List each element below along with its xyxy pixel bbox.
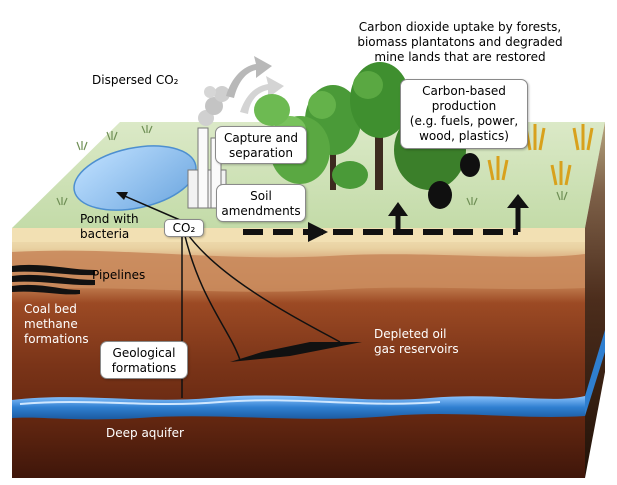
dispersed-co2-label: Dispersed CO₂ xyxy=(92,73,179,87)
aquifer-highlight xyxy=(19,399,441,405)
dispersed-co2-arrows-icon xyxy=(226,56,284,114)
pipelines-label: Pipelines xyxy=(92,268,146,282)
pipelines xyxy=(12,264,95,295)
co2-source-box: CO₂ xyxy=(164,219,204,237)
depleted-reservoir-wedge xyxy=(230,342,362,362)
geological-formations-box: Geological formations xyxy=(100,341,188,379)
uptake-label: Carbon dioxide uptake by forests, biomas… xyxy=(357,20,563,64)
carbon-based-production-box: Carbon-based production (e.g. fuels, pow… xyxy=(400,79,528,149)
coal-bed-label: Coal bed methane formations xyxy=(24,302,89,346)
carbon-flow-dashed-arrow xyxy=(243,194,529,242)
clay-layer xyxy=(12,250,585,292)
pond xyxy=(73,145,197,211)
side-aquifer xyxy=(585,330,605,416)
soil-amendments-box: Soil amendments xyxy=(216,184,306,222)
capture-separation-box: Capture and separation xyxy=(215,126,307,164)
pond-arrowhead-icon xyxy=(116,192,128,200)
deep-aquifer-label: Deep aquifer xyxy=(106,426,184,440)
depleted-reservoirs-label: Depleted oil gas reservoirs xyxy=(374,327,459,356)
aquifer-layer xyxy=(12,395,585,420)
pond-label: Pond with bacteria xyxy=(80,212,139,241)
biomass-plantation xyxy=(487,124,594,186)
